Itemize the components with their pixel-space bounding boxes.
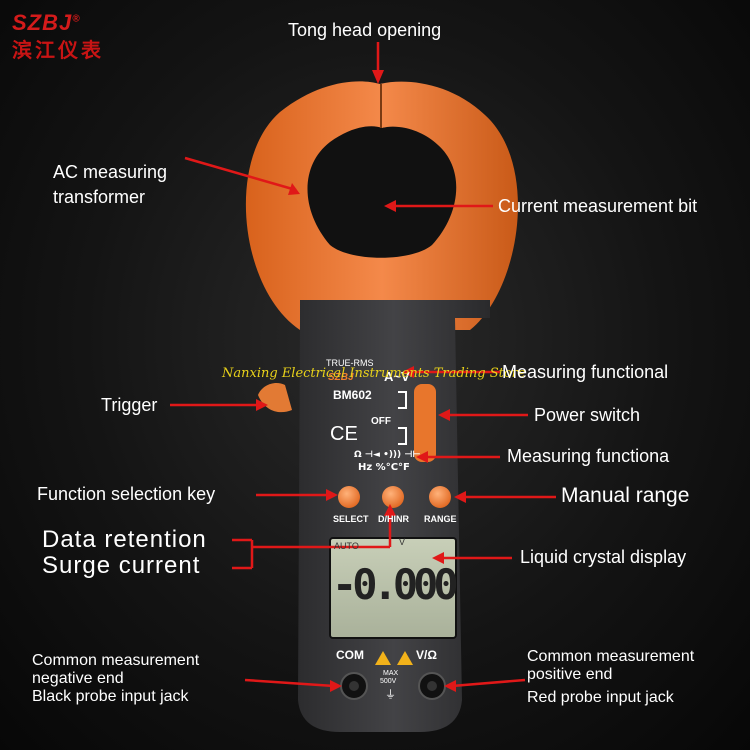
trigger-lever: [258, 383, 292, 413]
label-positive-3: Red probe input jack: [527, 689, 674, 706]
ground-icon: ⏚: [385, 688, 396, 701]
mini-logo: SZBJ: [328, 372, 354, 383]
store-watermark: Nanxing Electrical Instruments Trading S…: [222, 366, 526, 381]
label-measuring-functional: Measuring functional: [502, 362, 669, 382]
label-function-selection-key: Function selection key: [37, 484, 216, 504]
dhinr-button: [382, 486, 404, 508]
label-ac-transformer-2: transformer: [53, 187, 146, 207]
com-label: COM: [336, 648, 364, 662]
range-label: RANGE: [424, 514, 457, 524]
true-rms-label: TRUE-RMS: [326, 358, 374, 368]
label-negative-1: Common measurement: [32, 652, 200, 669]
label-current-measurement-bit: Current measurement bit: [498, 196, 698, 216]
warning-icon: [375, 651, 391, 665]
brand-name: SZBJ: [12, 10, 73, 35]
av-label: A~V: [384, 369, 410, 384]
label-measuring-functiona: Measuring functiona: [507, 446, 670, 466]
brand-logo: SZBJ® 滨江仪表: [12, 10, 104, 63]
registered-mark: ®: [72, 13, 81, 25]
label-positive-1: Common measurement: [527, 648, 695, 665]
off-label: OFF: [371, 416, 391, 427]
arrow-icon: [170, 42, 556, 692]
label-manual-range: Manual range: [561, 484, 690, 507]
brand-chinese: 滨江仪表: [12, 38, 104, 62]
range-button: [429, 486, 451, 508]
dhinr-label: D/HINR: [378, 514, 409, 524]
label-negative-3: Black probe input jack: [32, 688, 189, 705]
select-label: SELECT: [333, 514, 369, 524]
model-label: BM602: [333, 388, 372, 402]
label-data-retention: Data retention: [42, 526, 207, 553]
function-row-2: Hz %°C°F: [358, 462, 410, 473]
label-negative-2: negative end: [32, 670, 124, 687]
lcd-reading: -0.000: [332, 560, 459, 609]
label-lcd: Liquid crystal display: [520, 547, 687, 567]
label-surge-current: Surge current: [42, 552, 201, 579]
vohm-label: V/Ω: [416, 648, 437, 662]
label-ac-transformer-1: AC measuring: [53, 162, 168, 182]
function-row-1: Ω ⊣◄ •))) ⊣⊢: [354, 450, 421, 460]
label-trigger: Trigger: [101, 395, 158, 415]
ce-mark: CE: [330, 423, 358, 445]
select-button: [338, 486, 360, 508]
label-positive-2: positive end: [527, 666, 613, 683]
lcd-auto: AUTO: [334, 541, 359, 551]
warning-icon: [397, 651, 413, 665]
lcd-unit: V: [399, 537, 406, 547]
lcd-screen: [329, 537, 457, 639]
max-volts-label: 500V: [380, 678, 397, 685]
label-power-switch: Power switch: [534, 405, 641, 425]
power-switch: [414, 384, 436, 462]
label-tong-head-opening: Tong head opening: [288, 20, 442, 40]
jaw-opening: [307, 126, 457, 258]
max-label: MAX: [383, 670, 399, 677]
